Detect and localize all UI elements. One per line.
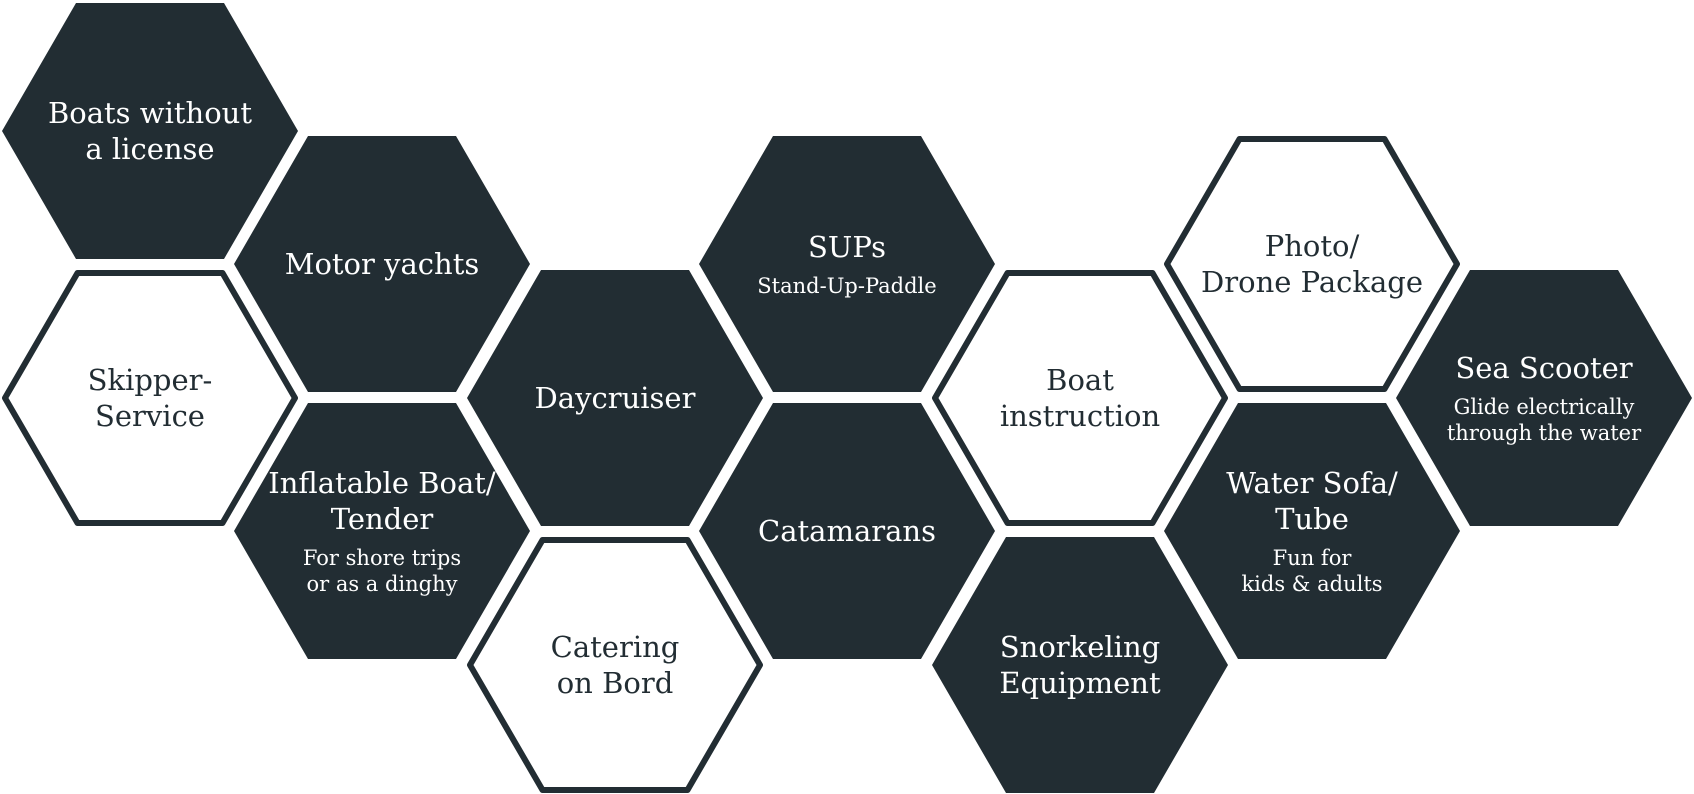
hexagon-shape bbox=[234, 403, 530, 659]
hexagon-title-line: Catamarans bbox=[758, 514, 936, 548]
hexagon-title-line: Catering bbox=[551, 630, 680, 664]
hexagon-shape bbox=[1164, 136, 1460, 392]
hexagon-catamarans: Catamarans bbox=[699, 403, 995, 659]
hexagon-subtitle-line: Stand-Up-Paddle bbox=[757, 274, 936, 298]
hexagon-title-line: instruction bbox=[1000, 399, 1160, 433]
hexagon-skipper-service: Skipper-Service bbox=[2, 270, 298, 526]
hexagon-shape bbox=[467, 270, 763, 526]
hexagon-shape bbox=[699, 403, 995, 659]
hexagon-shape bbox=[467, 537, 763, 793]
hexagon-photo-drone-package: Photo/Drone Package bbox=[1164, 136, 1460, 392]
hexagon-title-line: on Bord bbox=[557, 666, 674, 700]
hexagon-shape bbox=[699, 136, 995, 392]
hexagon-shape bbox=[932, 270, 1228, 526]
hexagon-title-line: Photo/ bbox=[1265, 229, 1360, 263]
hexagon-daycruiser: Daycruiser bbox=[467, 270, 763, 526]
hexagon-title-line: Inflatable Boat/ bbox=[268, 466, 496, 500]
hexagon-title-line: Service bbox=[95, 399, 205, 433]
hexagon-shape bbox=[932, 537, 1228, 793]
hexagon-title-line: Tube bbox=[1275, 502, 1349, 536]
hexagon-title-line: Drone Package bbox=[1201, 265, 1423, 299]
hexagon-title-line: Water Sofa/ bbox=[1226, 466, 1398, 500]
hexagon-title-line: Sea Scooter bbox=[1455, 351, 1632, 385]
hexagon-subtitle-line: or as a dinghy bbox=[306, 572, 457, 596]
hexagon-title-line: Motor yachts bbox=[285, 247, 479, 281]
hexagon-subtitle-line: For shore trips bbox=[303, 546, 461, 570]
hexagon-title-line: Tender bbox=[331, 502, 434, 536]
hexagon-title-line: a license bbox=[85, 132, 214, 166]
hexagon-title-line: SUPs bbox=[808, 230, 886, 264]
hexagon-title-line: Boat bbox=[1046, 363, 1114, 397]
hexagon-title-line: Equipment bbox=[999, 666, 1161, 700]
hexagon-subtitle-line: Fun for bbox=[1273, 546, 1353, 570]
hexagon-title-line: Skipper- bbox=[88, 363, 213, 397]
hexagon-title-line: Daycruiser bbox=[535, 381, 696, 415]
hexagon-shape bbox=[2, 3, 298, 259]
hexagon-shape bbox=[1396, 270, 1692, 526]
hexagon-motor-yachts: Motor yachts bbox=[234, 136, 530, 392]
hexagon-title-line: Boats without bbox=[48, 96, 252, 130]
hexagon-shape bbox=[2, 270, 298, 526]
hexagon-subtitle-line: Glide electrically bbox=[1454, 395, 1635, 419]
hexagon-title-line: Snorkeling bbox=[1000, 630, 1160, 664]
hexagon-subtitle-line: through the water bbox=[1447, 421, 1642, 445]
hexagon-shape bbox=[1164, 403, 1460, 659]
hexagon-subtitle-line: kids & adults bbox=[1241, 572, 1382, 596]
hexagon-shape bbox=[234, 136, 530, 392]
